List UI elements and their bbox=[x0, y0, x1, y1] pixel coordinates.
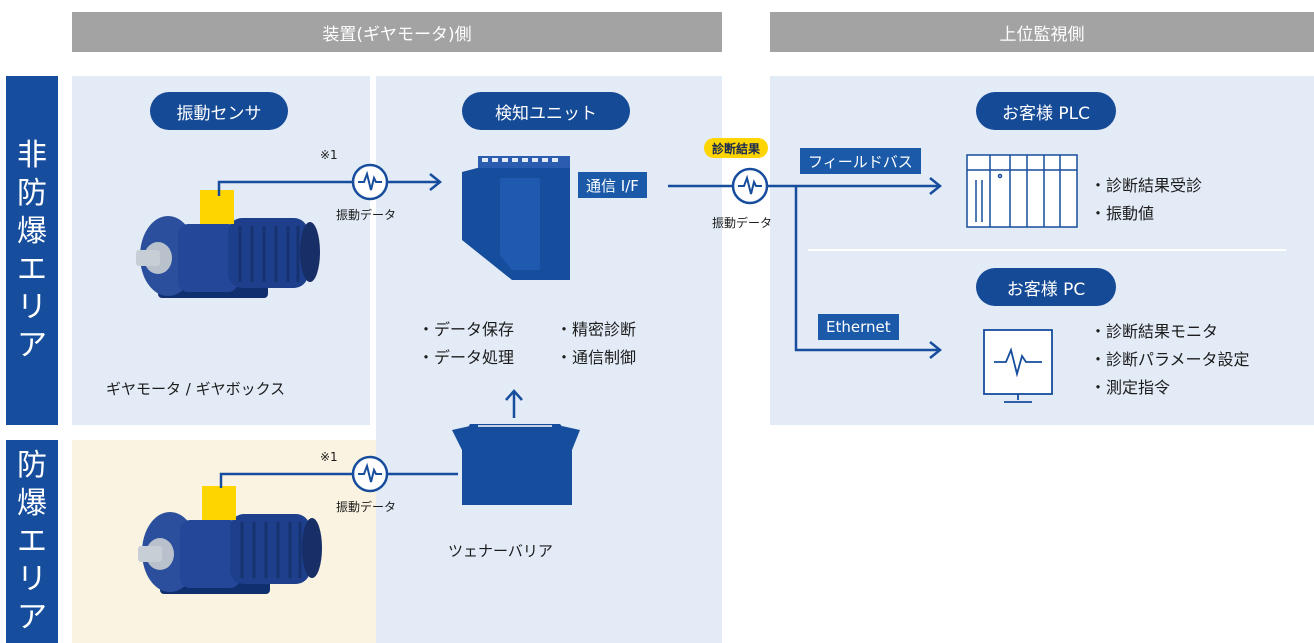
pill-customer-pc: お客様 PC bbox=[976, 268, 1116, 306]
vibration-data-label: 振動データ bbox=[336, 208, 397, 222]
note-mark: ※1 bbox=[320, 450, 338, 464]
pc-function-list: ・診断結果モニタ ・診断パラメータ設定 ・測定指令 bbox=[1090, 318, 1250, 402]
list-item: ・振動値 bbox=[1090, 204, 1155, 223]
detection-unit-image bbox=[462, 156, 570, 280]
zener-barrier-caption: ツェナーバリア bbox=[448, 542, 553, 560]
list-item: ・診断結果モニタ bbox=[1090, 322, 1219, 341]
zone-char: 防 bbox=[17, 175, 47, 211]
zener-barrier-image bbox=[452, 424, 580, 505]
tag-fieldbus: フィールドバス bbox=[800, 148, 921, 174]
zone-char: エ bbox=[17, 523, 47, 559]
plc-function-list: ・診断結果受診 ・振動値 bbox=[1090, 172, 1202, 228]
zone-char: 非 bbox=[17, 137, 47, 173]
vibration-signal-icon bbox=[731, 167, 769, 205]
tag-diag-result: 診断結果 bbox=[704, 138, 769, 158]
zone-char: リ bbox=[17, 561, 47, 597]
unit-function-list: ・データ保存 ・データ処理 bbox=[418, 316, 514, 372]
list-item: ・診断パラメータ設定 bbox=[1090, 350, 1250, 369]
list-item: ・通信制御 bbox=[556, 348, 637, 367]
zone-char: 防 bbox=[17, 447, 47, 483]
unit-function-list: ・精密診断 ・通信制御 bbox=[556, 316, 636, 372]
pc-monitor-image bbox=[983, 329, 1053, 403]
zone-non-explosion: 非 防 爆 エ リ ア bbox=[6, 76, 58, 425]
vibration-data-label: 振動データ bbox=[336, 500, 397, 514]
tag-ethernet: Ethernet bbox=[818, 314, 899, 340]
zone-char: 爆 bbox=[17, 485, 47, 521]
gear-motor-image-explosion bbox=[136, 484, 324, 596]
list-item: ・精密診断 bbox=[556, 320, 637, 339]
zone-char: エ bbox=[17, 251, 47, 287]
pill-detection-unit: 検知ユニット bbox=[462, 92, 630, 130]
plc-image bbox=[966, 154, 1078, 228]
header-monitor-side: 上位監視側 bbox=[770, 12, 1314, 52]
list-item: ・データ処理 bbox=[418, 348, 515, 367]
list-item: ・データ保存 bbox=[418, 320, 515, 339]
list-item: ・測定指令 bbox=[1090, 378, 1171, 397]
note-mark: ※1 bbox=[320, 148, 338, 162]
list-item: ・診断結果受診 bbox=[1090, 176, 1203, 195]
zone-char: ア bbox=[17, 327, 47, 363]
vibration-signal-icon bbox=[351, 455, 389, 493]
gear-motor-caption: ギヤモータ / ギヤボックス bbox=[106, 380, 286, 398]
pill-customer-plc: お客様 PLC bbox=[976, 92, 1116, 130]
vibration-data-label: 振動データ bbox=[712, 216, 773, 230]
pill-vibration-sensor: 振動センサ bbox=[150, 92, 288, 130]
gear-motor-image bbox=[134, 188, 322, 300]
zone-char: ア bbox=[17, 599, 47, 635]
zone-explosion: 防 爆 エ リ ア bbox=[6, 440, 58, 643]
zone-char: 爆 bbox=[17, 213, 47, 249]
tag-comm-if: 通信 I/F bbox=[578, 172, 647, 198]
header-device-side: 装置(ギヤモータ)側 bbox=[72, 12, 722, 52]
zone-char: リ bbox=[17, 289, 47, 325]
vibration-signal-icon bbox=[351, 163, 389, 201]
